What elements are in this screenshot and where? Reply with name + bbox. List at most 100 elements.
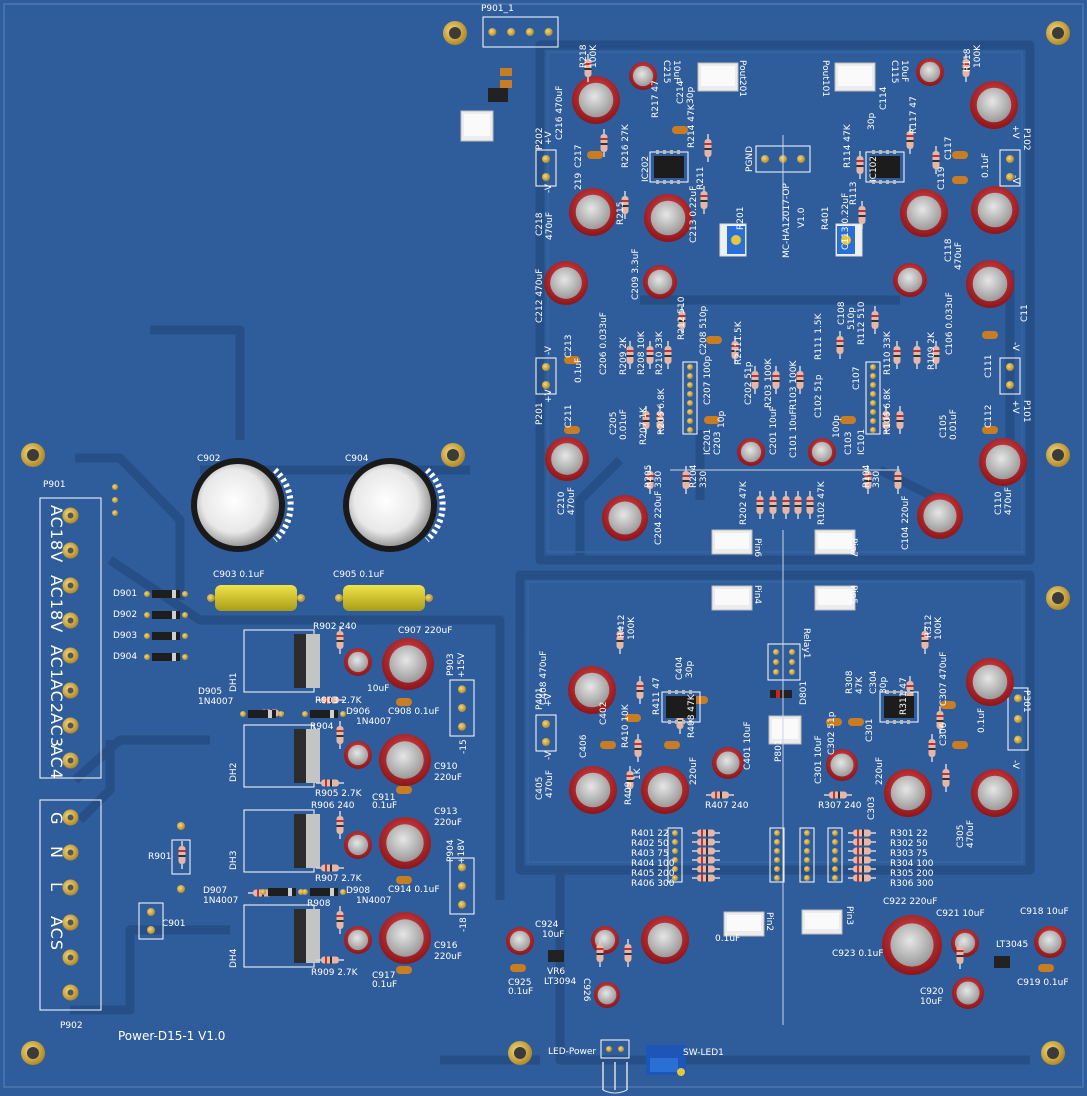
c112-label: C112 [984, 404, 994, 428]
d901-label: D901 [113, 589, 138, 599]
resistor-value: R406 300 [631, 879, 675, 889]
electrolytic-capacitor [545, 437, 589, 481]
ac-label: AC1 [47, 645, 66, 681]
mounting-hole [21, 443, 45, 467]
c201-label: C201 10uF [769, 406, 779, 455]
resistor [858, 201, 866, 229]
c918-label: C918 10uF [1020, 907, 1069, 917]
resistor [704, 134, 712, 162]
resistor [751, 366, 759, 394]
pin4-label: Pin4 [752, 585, 762, 605]
resistor [731, 336, 739, 364]
r312-value: 100K [934, 616, 944, 640]
c910-label: C910 [434, 762, 458, 772]
r412-label: R412 [617, 614, 627, 638]
d902-label: D902 [113, 610, 138, 620]
c117-label: C117 [944, 136, 954, 160]
c101-label: C101 10uF [789, 409, 799, 458]
c110-label: C110 [994, 491, 1004, 515]
mounting-hole [508, 1041, 532, 1065]
r104-label: R104 [862, 464, 872, 488]
p901-1-label: P901_1 [481, 4, 514, 14]
d903-diode [144, 632, 188, 640]
electrolytic-capacitor [569, 766, 617, 814]
c304-label: C304 [869, 670, 879, 694]
c903-label: C903 0.1uF [213, 570, 265, 580]
c103-label: C103 [844, 431, 854, 455]
d901-diode [144, 590, 188, 598]
r205-label: R205 [644, 464, 654, 488]
c210-value: 470uF [567, 486, 577, 515]
r908-label: R908 [307, 899, 331, 909]
ceramic-capacitor [982, 426, 998, 434]
c307-label: C307 470uF [939, 651, 949, 706]
p903-header [449, 679, 475, 737]
r308-label: R308 [845, 670, 855, 694]
electrolytic-capacitor [644, 194, 692, 242]
resistor [794, 491, 802, 519]
ceramic-capacitor [564, 356, 580, 364]
c104-label: C104 220uF [901, 495, 911, 550]
d908-diode [302, 888, 346, 896]
resistor [882, 406, 890, 434]
resistor [656, 406, 664, 434]
mounting-hole [1046, 443, 1070, 467]
p901-1-header [482, 16, 559, 48]
mains-label: ACS [47, 916, 66, 951]
electrolytic-capacitor [712, 747, 744, 779]
c110-value: 470uF [1004, 486, 1014, 515]
resistor [692, 838, 720, 846]
resistor [848, 829, 876, 837]
trimmer-r101 [835, 223, 863, 257]
p301-vminus: -V [1010, 760, 1020, 769]
resistor [921, 626, 929, 654]
p202-header [535, 149, 557, 187]
r311-label: R311 47 [899, 677, 909, 715]
electrolytic-capacitor [379, 734, 431, 786]
dh1-regulator [243, 629, 320, 693]
p801-label: P801 [774, 739, 784, 762]
trimmer-r201 [719, 223, 747, 257]
r410-label: R410 10K [621, 704, 631, 748]
p301-label: P301 [1021, 690, 1031, 713]
pin2-label: Pin2 [764, 912, 774, 932]
c301-b-label: C301 10uF [814, 735, 824, 784]
resistor [700, 186, 708, 214]
resistor-pad-row [799, 827, 815, 883]
resistor [316, 779, 344, 787]
r2111-label: R2111.5K [734, 321, 744, 365]
resistor [848, 838, 876, 846]
p201-header [535, 357, 557, 395]
led-power [600, 1039, 630, 1094]
ceramic-capacitor [672, 126, 688, 134]
c218-value: 470uF [545, 211, 555, 240]
resistor [871, 306, 879, 334]
pin3-label: Pin3 [844, 906, 854, 926]
pin5-label: Pin5 [848, 585, 858, 605]
smd-capacitor [500, 68, 512, 76]
resistor [678, 306, 686, 334]
pin2-connector [723, 911, 765, 937]
c209-label: C209 3.3uF [631, 248, 641, 300]
ceramic-capacitor [510, 964, 526, 972]
d908-label: D908 [346, 886, 371, 896]
ceramic-capacitor [396, 876, 412, 884]
resistor [316, 956, 344, 964]
pin3-connector [801, 909, 843, 935]
electrolytic-capacitor [591, 926, 619, 954]
r408-label: R408 47K [687, 694, 697, 738]
r101-pot-label: R401 [821, 206, 831, 230]
resistor [600, 129, 608, 157]
r905-label: R905 2.7K [315, 789, 362, 799]
electrolytic-capacitor [971, 186, 1019, 234]
resistor [896, 406, 904, 434]
c206-label: C206 0.033uF [599, 312, 609, 375]
c913-value: 220uF [434, 818, 463, 828]
c401-label: C401 10uF [743, 721, 753, 770]
c115-label: C115 [889, 60, 899, 84]
ceramic-capacitor [396, 786, 412, 794]
electrolytic-capacitor [379, 912, 431, 964]
c924-value: 10uF [542, 930, 565, 940]
resistor [621, 191, 629, 219]
